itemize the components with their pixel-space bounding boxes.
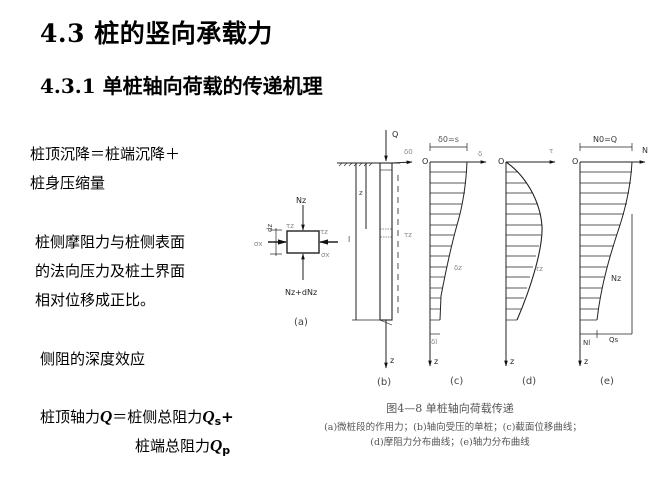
panel-d-h-axis-label: τ <box>549 147 553 155</box>
panel-e-curve-label: Nz <box>611 274 621 283</box>
panel-e-qs-label: Qs <box>609 336 619 344</box>
panel-c-z-axis-label: z <box>434 357 438 366</box>
formula-qp: Q <box>210 436 223 455</box>
panel-a-bottom-force-label: Nz+dNz <box>285 288 317 297</box>
panel-b-tau-label: τz <box>404 231 412 239</box>
depth-effect-text: 侧阻的深度效应 <box>40 350 146 368</box>
panel-a-dz-label: dz <box>266 224 274 232</box>
figure-caption-line-2: (d)摩阻力分布曲线；(e)轴力分布曲线 <box>370 437 530 448</box>
panel-a-sigma-right: σx <box>321 251 330 259</box>
panel-b-depth-label: z <box>359 189 363 197</box>
panel-a-top-force-label: Nz <box>296 196 306 205</box>
panel-c: δ0=s δ O δz δl z (c) <box>422 135 487 387</box>
panel-b-length-label: l <box>348 235 350 244</box>
formula-qs: Q <box>202 407 215 426</box>
panel-a-tau-right: τz <box>320 228 328 236</box>
slide-title: 4.3 桩的竖向承载力 <box>40 19 273 48</box>
panel-c-curve-label: δz <box>454 264 462 272</box>
panel-d: τ O τz z (d) <box>498 147 556 387</box>
panel-b: Q z l τz δ0 z (b) <box>337 130 413 388</box>
panel-b-label: (b) <box>377 377 391 388</box>
slide-subtitle: 4.3.1 单桩轴向荷载的传递机理 <box>40 74 323 98</box>
settlement-line-1: 桩顶沉降＝桩端沉降＋ <box>30 145 181 163</box>
panel-a: Nz Nz+dNz dz σx σx τz τz (a) <box>254 196 338 328</box>
settlement-text: 桩顶沉降＝桩端沉降＋ 桩身压缩量 <box>30 140 180 198</box>
formula-line-2: 桩端总阻力Qp <box>135 431 230 465</box>
formula-qs-sub: s <box>214 415 222 428</box>
settlement-line-2: 桩身压缩量 <box>30 174 106 192</box>
friction-text: 桩侧摩阻力与桩侧表面 的法向压力及桩土界面 相对位移成正比。 <box>35 228 185 315</box>
formula-q: Q <box>100 407 113 426</box>
panel-d-curve-label: τz <box>535 265 543 273</box>
panel-e-nl-label: Nl <box>583 339 590 347</box>
panel-c-bottom-dim-label: δl <box>431 338 437 346</box>
friction-line-1: 桩侧摩阻力与桩侧表面 <box>35 233 186 251</box>
panel-b-z-axis-label: z <box>390 356 394 365</box>
panel-e-top-dim-label: N0=Q <box>593 135 617 144</box>
panel-e-origin-label: O <box>572 157 578 166</box>
formula-mid: ＝桩侧总阻力 <box>112 408 203 426</box>
panel-a-label: (a) <box>294 317 308 328</box>
friction-line-3: 相对位移成正比。 <box>35 291 156 309</box>
formula-plus: + <box>221 408 234 426</box>
formula-qp-sub: p <box>222 444 231 457</box>
figure-caption-line-1: (a)微桩段的作用力；(b)轴向受压的单桩；(c)截面位移曲线； <box>324 422 582 433</box>
panel-e: N0=Q N O Nz Nl Qs z (e) <box>572 135 648 387</box>
formula-line2-prefix: 桩端总阻力 <box>135 437 211 455</box>
panel-e-z-axis-label: z <box>584 357 588 366</box>
panel-a-tau-left: τz <box>286 222 294 230</box>
panel-c-label: (c) <box>450 376 463 387</box>
panel-c-h-axis-label: δ <box>478 150 482 158</box>
panel-d-origin-label: O <box>498 157 504 166</box>
panel-e-label: (e) <box>600 376 614 387</box>
panel-a-sigma-left: σx <box>254 240 263 248</box>
panel-c-origin-label: O <box>422 157 428 166</box>
panel-c-top-dim-label: δ0=s <box>438 135 459 144</box>
panel-b-delta0-label: δ0 <box>404 148 413 156</box>
friction-line-2: 的法向压力及桩土界面 <box>35 262 186 280</box>
pile-load-transfer-figure: Nz Nz+dNz dz σx σx τz τz (a) Q z l τz δ0… <box>254 130 648 388</box>
panel-d-z-axis-label: z <box>510 357 514 366</box>
formula-prefix: 桩顶轴力 <box>40 408 101 426</box>
panel-d-label: (d) <box>522 376 536 387</box>
panel-b-load-label: Q <box>392 130 398 139</box>
panel-e-h-axis-label: N <box>642 146 648 155</box>
formula-line-1: 桩顶轴力Q＝桩侧总阻力Qs+ <box>40 402 234 436</box>
figure-caption-title: 图4—8 单桩轴向荷载传递 <box>386 402 514 415</box>
